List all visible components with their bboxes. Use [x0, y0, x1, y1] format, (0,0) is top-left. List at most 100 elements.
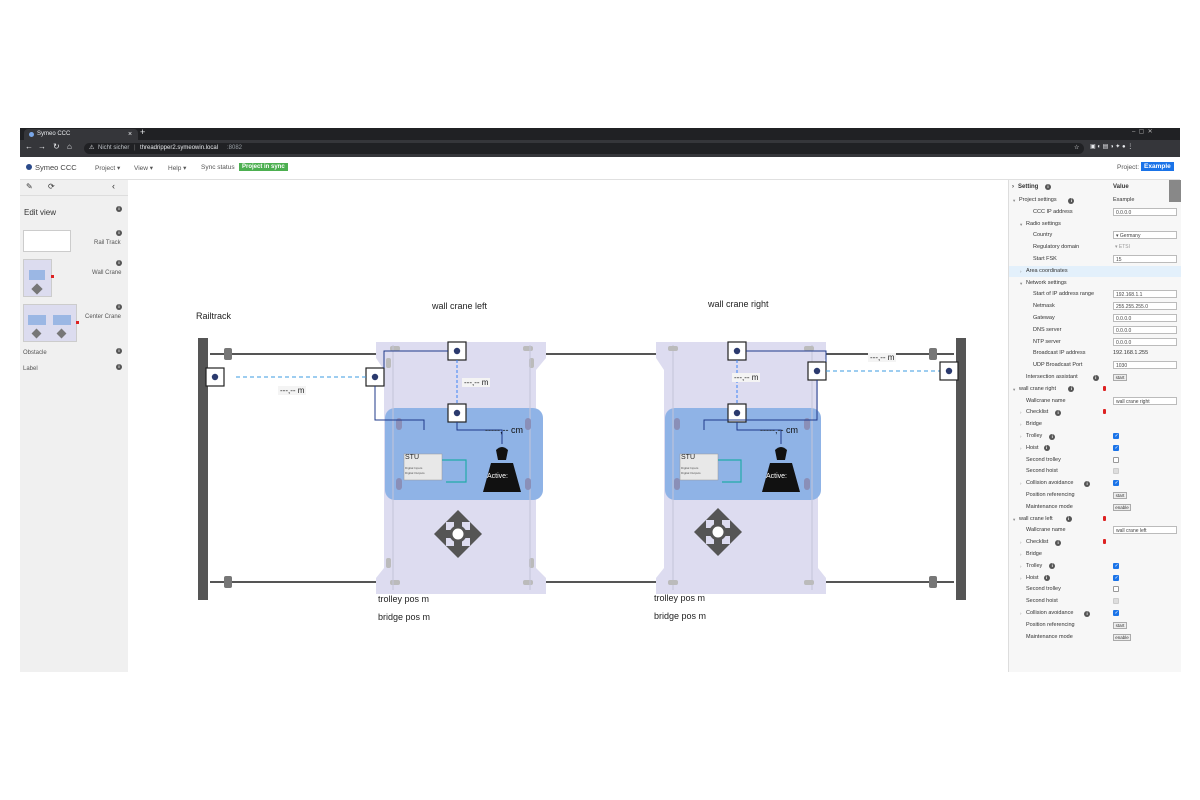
property-checkbox[interactable] — [1113, 562, 1119, 570]
wall-crane-right[interactable] — [656, 341, 827, 594]
caret-right-icon[interactable]: › — [1020, 481, 1022, 487]
info-icon[interactable]: i — [116, 304, 122, 310]
property-checkbox[interactable] — [1113, 432, 1119, 440]
palette-wall-crane[interactable] — [23, 259, 52, 297]
property-checkbox[interactable] — [1113, 574, 1119, 582]
menu-project[interactable]: Project ▾ — [95, 165, 121, 172]
browser-tab[interactable]: Symeo CCC × — [24, 129, 138, 140]
caret-right-icon[interactable]: › — [1020, 434, 1022, 439]
palette-label-obstacle[interactable]: Obstacle — [23, 350, 47, 356]
caret-down-icon[interactable]: ▾ — [1020, 280, 1023, 286]
info-icon[interactable]: i — [1045, 184, 1051, 190]
brand-name[interactable]: Symeo CCC — [35, 163, 77, 172]
info-icon[interactable]: i — [1092, 374, 1099, 381]
property-button[interactable]: enable — [1113, 503, 1131, 511]
property-checkbox[interactable] — [1113, 456, 1119, 463]
property-input[interactable]: 192.168.1.1 — [1113, 290, 1177, 299]
info-icon[interactable]: i — [116, 364, 122, 370]
new-tab-icon[interactable]: + — [140, 127, 146, 137]
property-select[interactable]: ▾ Germany — [1113, 231, 1177, 240]
project-name-badge[interactable]: Example — [1141, 162, 1174, 171]
info-icon[interactable]: i — [116, 206, 122, 212]
caret-right-icon[interactable]: › — [1020, 540, 1022, 546]
property-input[interactable]: 1030 — [1113, 361, 1177, 370]
info-icon[interactable]: i — [1068, 197, 1075, 204]
property-input[interactable]: 0.0.0.0 — [1113, 314, 1177, 322]
property-row[interactable]: Regulatory domain▾ ETSI — [1009, 242, 1181, 253]
info-icon[interactable]: i — [1068, 386, 1075, 393]
property-input[interactable]: wall crane right — [1113, 396, 1177, 405]
property-row[interactable]: ›Bridge — [1009, 419, 1181, 430]
caret-down-icon[interactable]: ▾ — [1013, 516, 1016, 522]
property-input[interactable]: 255.255.255.0 — [1113, 302, 1177, 311]
property-row[interactable]: ›Bridge — [1009, 549, 1181, 560]
property-row[interactable]: Second hoist — [1009, 596, 1181, 607]
info-icon[interactable]: i — [1055, 539, 1062, 546]
property-row[interactable]: ›Area coordinates — [1009, 265, 1181, 277]
caret-right-icon[interactable]: › — [1020, 563, 1022, 569]
property-button[interactable]: start — [1113, 374, 1127, 381]
caret-right-icon[interactable]: › — [1020, 611, 1022, 616]
info-icon[interactable]: i — [116, 260, 122, 266]
menu-view[interactable]: View ▾ — [134, 165, 154, 172]
property-row[interactable]: ▾Radio settings — [1009, 219, 1181, 230]
caret-right-icon[interactable]: › — [1020, 445, 1022, 451]
property-input[interactable]: 0.0.0.0 — [1113, 325, 1177, 334]
wall-crane-left[interactable] — [365, 341, 546, 594]
property-select[interactable]: ▾ ETSI — [1113, 243, 1177, 251]
back-icon[interactable]: ← — [25, 142, 33, 151]
info-icon[interactable]: i — [116, 348, 122, 354]
info-icon[interactable]: i — [116, 230, 122, 236]
close-tab-icon[interactable]: × — [128, 131, 133, 138]
property-checkbox[interactable] — [1113, 609, 1119, 617]
palette-rail-track[interactable] — [23, 230, 71, 252]
info-icon[interactable]: i — [1055, 409, 1062, 416]
palette-label-label[interactable]: Label — [23, 366, 38, 372]
property-checkbox[interactable] — [1113, 479, 1119, 487]
caret-right-icon[interactable]: › — [1020, 552, 1022, 557]
property-row[interactable]: Second hoist — [1009, 466, 1181, 477]
extensions-icons[interactable]: ▣ ◐ ▤ ◑ ✦ ● ⋮ — [1090, 144, 1134, 150]
property-row[interactable]: Second trolley — [1009, 584, 1181, 595]
info-icon[interactable]: i — [1049, 433, 1056, 440]
caret-down-icon[interactable]: ▾ — [1013, 386, 1016, 392]
property-row[interactable]: Country▾ Germany — [1009, 230, 1181, 241]
property-input[interactable]: 15 — [1113, 255, 1177, 263]
railtrack-post-left[interactable] — [198, 338, 208, 600]
caret-right-icon[interactable]: › — [1020, 410, 1022, 416]
property-input[interactable]: wall crane left — [1113, 526, 1177, 535]
railtrack-post-right[interactable] — [956, 338, 966, 600]
caret-right-icon[interactable]: › — [1020, 268, 1022, 274]
property-button[interactable]: start — [1113, 621, 1127, 629]
pencil-icon[interactable]: ✎ — [26, 182, 33, 191]
info-icon[interactable]: i — [1084, 610, 1091, 617]
info-icon[interactable]: i — [1049, 563, 1056, 570]
property-button[interactable]: start — [1113, 492, 1127, 499]
property-checkbox[interactable] — [1113, 586, 1119, 593]
collapse-icon[interactable]: ‹ — [112, 181, 115, 191]
property-input[interactable]: 0.0.0.0 — [1113, 337, 1177, 346]
forward-icon[interactable]: → — [38, 142, 46, 151]
chevron-right-icon[interactable]: › — [1012, 184, 1014, 190]
